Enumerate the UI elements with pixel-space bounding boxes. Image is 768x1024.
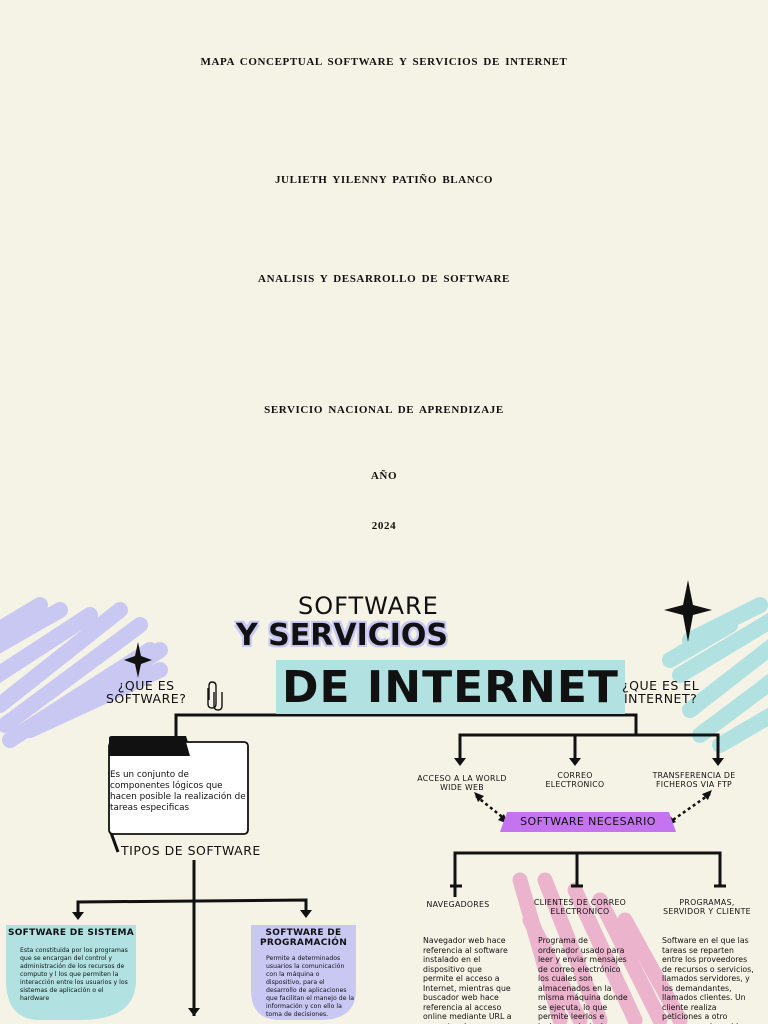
sistema-blob: [6, 925, 136, 1020]
software-definition: Es un conjunto de componentes lógicos qu…: [110, 770, 246, 813]
necesario-item-programas: PROGRAMAS, SERVIDOR Y CLIENTE: [663, 898, 751, 916]
connectors: [72, 713, 726, 1016]
que-es-internet-label: ¿QUE ES EL INTERNET?: [622, 678, 700, 706]
lavender-scribble: [0, 597, 168, 748]
necesario-item-navegadores: NAVEGADORES: [426, 900, 490, 909]
necesario-text-clientes-correo: Programa de ordenador usado para leer y …: [538, 936, 628, 1024]
cover-author: JULIETH YILENNY PATIÑO BLANCO: [274, 174, 494, 186]
decorative-scribbles: [0, 580, 768, 1024]
folder-icon: [108, 736, 249, 835]
software-programacion-title: SOFTWARE DE PROGRAMACIÓN: [259, 928, 348, 948]
programacion-blob: [251, 925, 356, 1020]
internet-item-ftp: TRANSFERENCIA DE FICHEROS VIA FTP: [652, 771, 736, 789]
necesario-text-programas: Software en el que las tareas se reparte…: [662, 936, 754, 1024]
software-necesario-label: SOFTWARE NECESARIO: [500, 812, 676, 832]
software-sistema-title: SOFTWARE DE SISTEMA: [7, 928, 135, 938]
software-programacion-text: Permite a determinados usuarios la comun…: [266, 955, 354, 1018]
cover-year-label: AÑO: [370, 470, 398, 482]
cover-program: ANALISIS Y DESARROLLO DE SOFTWARE: [258, 273, 510, 285]
internet-item-www: ACCESO A LA WORLD WIDE WEB: [417, 774, 507, 792]
cover-institution: SERVICIO NACIONAL DE APRENDIZAJE: [264, 404, 504, 416]
cover-title: MAPA CONCEPTUAL SOFTWARE Y SERVICIOS DE …: [200, 56, 568, 68]
cover-year: 2024: [371, 520, 397, 532]
necesario-text-navegadores: Navegador web hace referencia al softwar…: [423, 936, 512, 1024]
pink-scribble: [512, 872, 688, 1024]
teal-scribble: [662, 597, 768, 753]
paperclip-icon: [207, 681, 223, 711]
internet-item-correo: CORREO ELECTRONICO: [545, 771, 605, 789]
que-es-software-label: ¿QUE ES SOFTWARE?: [106, 678, 187, 706]
map-title-servicios: Y SERVICIOS: [236, 618, 449, 653]
sparkle-icon: [124, 642, 152, 678]
map-title-internet: DE INTERNET: [276, 660, 625, 714]
map-title-software: SOFTWARE: [298, 592, 439, 620]
tipos-de-software-label: TIPOS DE SOFTWARE: [121, 843, 261, 858]
sparkle-icon: [664, 580, 712, 642]
necesario-item-clientes-correo: CLIENTES DE CORREO ELECTRONICO: [533, 898, 627, 916]
software-sistema-text: Esta constituida por los programas que s…: [20, 947, 128, 1002]
